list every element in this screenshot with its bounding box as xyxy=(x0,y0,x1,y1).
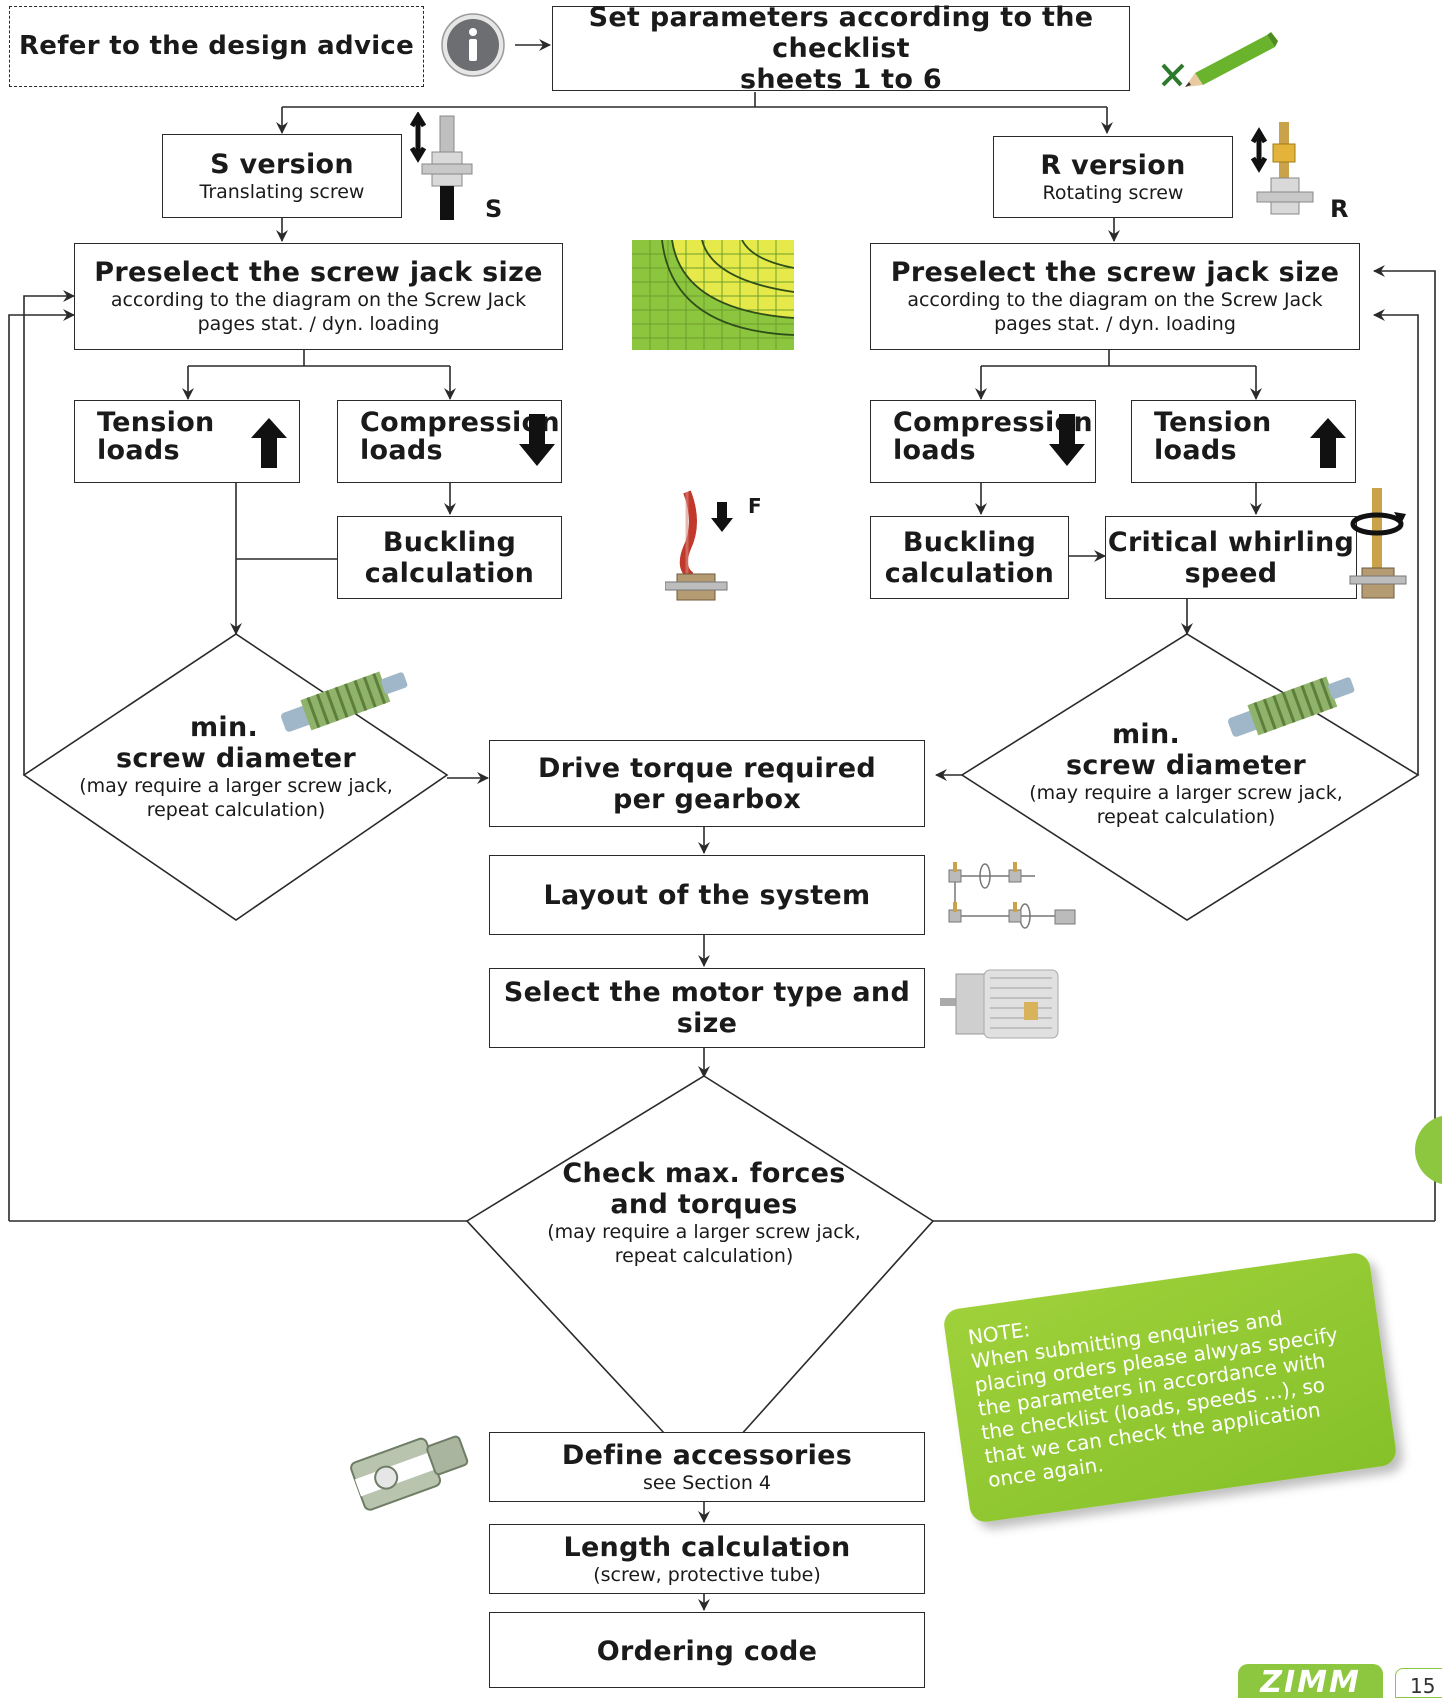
min-screw-right-text: min. screw diameter (may require a large… xyxy=(1010,719,1362,829)
check-forces-line1: Check max. forces xyxy=(562,1158,846,1189)
arrow-down-icon xyxy=(1049,414,1085,466)
min-screw-left-line4: repeat calculation) xyxy=(146,799,326,821)
layout-label: Layout of the system xyxy=(543,879,871,911)
accessories-subtitle: see Section 4 xyxy=(642,1471,772,1494)
min-screw-left-text: min. screw diameter (may require a large… xyxy=(60,712,412,822)
length-subtitle: (screw, protective tube) xyxy=(593,1563,821,1586)
preselect-right-line3: pages stat. / dyn. loading xyxy=(994,313,1236,335)
left-compression-loads-box: Compression loads xyxy=(337,400,562,483)
preselect-left-line2: according to the diagram on the Screw Ja… xyxy=(110,289,527,311)
screw-image-left xyxy=(281,671,408,732)
arrow-down-icon xyxy=(519,414,555,466)
r-version-title: R version xyxy=(1040,149,1186,181)
design-advice-label: Refer to the design advice xyxy=(18,31,415,61)
motor-selection-box: Select the motor type and size xyxy=(489,968,925,1048)
preselect-right-line2: according to the diagram on the Screw Ja… xyxy=(907,289,1323,311)
buckling-right-box: Buckling calculation xyxy=(870,516,1069,599)
arrow-up-icon xyxy=(251,418,287,468)
min-screw-left-line1: min. xyxy=(190,712,259,743)
r-marker: R xyxy=(1330,195,1349,223)
preselect-right-title: Preselect the screw jack size xyxy=(890,257,1340,288)
motor-image xyxy=(940,969,1059,1039)
arrow-up-icon xyxy=(1310,418,1346,468)
s-marker: S xyxy=(485,195,503,223)
define-accessories-box: Define accessories see Section 4 xyxy=(489,1432,925,1502)
min-screw-right-line2: screw diameter xyxy=(1065,750,1307,781)
clevis-accessory-image xyxy=(350,1435,469,1511)
check-forces-line4: repeat calculation) xyxy=(614,1245,794,1267)
accessories-title: Define accessories xyxy=(561,1439,853,1471)
length-calculation-box: Length calculation (screw, protective tu… xyxy=(489,1524,925,1594)
s-version-jack-image xyxy=(410,112,473,220)
left-tension-line2: loads xyxy=(97,435,180,466)
drive-torque-line1: Drive torque required xyxy=(537,752,876,784)
drive-torque-box: Drive torque required per gearbox xyxy=(489,740,925,827)
s-version-title: S version xyxy=(210,148,354,180)
layout-system-box: Layout of the system xyxy=(489,855,925,935)
check-forces-line2: and torques xyxy=(610,1189,798,1220)
min-screw-right-line1: min. xyxy=(1111,719,1181,750)
left-tension-line1: Tension xyxy=(97,407,215,438)
right-tension-line2: loads xyxy=(1154,435,1237,466)
ordering-label: Ordering code xyxy=(596,1635,818,1667)
buckling-right-line1: Buckling xyxy=(902,526,1037,558)
preselect-left-line3: pages stat. / dyn. loading xyxy=(197,313,440,335)
motor-label: Select the motor type and size xyxy=(503,977,911,1039)
check-forces-line3: (may require a larger screw jack, xyxy=(547,1221,861,1243)
buckling-left-box: Buckling calculation xyxy=(337,516,562,599)
set-parameters-line2: sheets 1 to 6 xyxy=(739,64,943,95)
drive-torque-line2: per gearbox xyxy=(612,783,802,815)
min-screw-left-line3: (may require a larger screw jack, xyxy=(79,775,393,797)
s-version-subtitle: Translating screw xyxy=(199,180,365,203)
preselect-left-title: Preselect the screw jack size xyxy=(94,257,543,288)
ordering-code-box: Ordering code xyxy=(489,1612,925,1688)
min-screw-left-line2: screw diameter xyxy=(115,743,357,774)
load-diagram-thumbnail xyxy=(632,240,794,350)
right-tension-loads-box: Tension loads xyxy=(1131,400,1356,483)
check-forces-text: Check max. forces and torques (may requi… xyxy=(525,1158,883,1268)
buckling-left-line1: Buckling xyxy=(382,526,517,558)
whirling-jack-image xyxy=(1349,488,1407,599)
whirling-speed-box: Critical whirling speed xyxy=(1105,516,1357,599)
pencil-checkmark-icon xyxy=(1161,32,1278,87)
zimm-logo: ZIMM xyxy=(1238,1664,1383,1700)
system-layout-drawing xyxy=(948,862,1076,929)
length-title: Length calculation xyxy=(563,1531,851,1563)
buckling-left-line2: calculation xyxy=(364,557,535,589)
buckling-jack-image xyxy=(665,490,733,601)
preselect-left-box: Preselect the screw jack size according … xyxy=(74,243,563,350)
min-screw-right-line3: (may require a larger screw jack, xyxy=(1029,782,1343,804)
r-version-subtitle: Rotating screw xyxy=(1042,181,1184,204)
whirling-line2: speed xyxy=(1184,557,1278,589)
check-forces-diamond xyxy=(465,1075,935,1478)
left-compression-line1: Compression xyxy=(360,407,560,438)
r-version-jack-image xyxy=(1250,122,1314,215)
preselect-right-box: Preselect the screw jack size according … xyxy=(870,243,1360,350)
force-label: F xyxy=(748,494,762,518)
left-compression-line2: loads xyxy=(360,435,443,466)
screw-image-right xyxy=(1228,676,1355,737)
min-screw-right-line4: repeat calculation) xyxy=(1096,806,1276,828)
right-tension-line1: Tension xyxy=(1154,407,1272,438)
right-compression-line2: loads xyxy=(893,435,976,466)
info-icon xyxy=(441,13,505,77)
design-advice-box: Refer to the design advice xyxy=(9,6,424,87)
s-version-box: S version Translating screw xyxy=(162,134,402,218)
set-parameters-line1: Set parameters according to the checklis… xyxy=(588,2,1094,64)
r-version-box: R version Rotating screw xyxy=(993,136,1233,218)
buckling-right-line2: calculation xyxy=(884,557,1055,589)
whirling-line1: Critical whirling xyxy=(1107,526,1355,558)
set-parameters-box: Set parameters according to the checklis… xyxy=(552,2,1130,95)
